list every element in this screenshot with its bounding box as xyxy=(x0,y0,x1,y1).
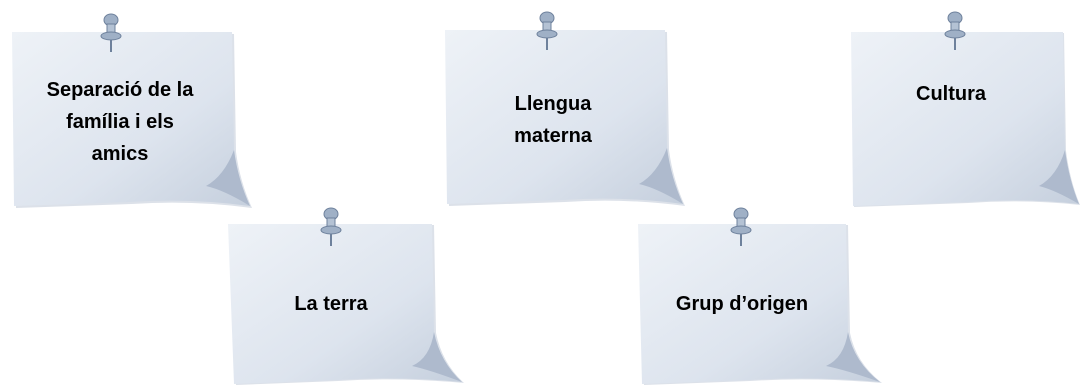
sticky-note-paper xyxy=(638,224,882,385)
sticky-note-separacio: Separació de la família i els amics xyxy=(10,30,252,208)
pushpin-icon xyxy=(536,11,558,50)
pushpin-icon xyxy=(730,207,752,246)
note-label: Grup d’origen xyxy=(636,288,848,320)
sticky-note-llengua: Llengua materna xyxy=(443,28,685,206)
note-label-line: Separació de la xyxy=(46,79,194,101)
note-label: Llengua materna xyxy=(433,88,673,152)
note-label: Separació de la família i els amics xyxy=(16,74,224,170)
sticky-note-paper xyxy=(445,30,685,206)
note-label-line: Grup d’origen xyxy=(675,293,809,315)
pushpin-icon xyxy=(100,13,122,52)
sticky-note-paper xyxy=(851,32,1080,207)
sticky-note-paper xyxy=(12,32,252,208)
note-label: Cultura xyxy=(835,78,1067,110)
sticky-note-cultura: Cultura xyxy=(849,30,1081,207)
sticky-note-paper xyxy=(228,224,464,385)
note-label: La terra xyxy=(226,288,436,320)
note-label-line: Cultura xyxy=(916,83,986,105)
note-label-line: amics xyxy=(91,143,149,165)
note-label-line: materna xyxy=(514,125,592,147)
note-label-line: Llengua xyxy=(514,93,592,115)
pushpin-icon xyxy=(944,11,966,50)
note-label-line: família i els xyxy=(66,111,174,133)
pushpin-icon xyxy=(320,207,342,246)
sticky-note-la-terra: La terra xyxy=(226,222,466,385)
sticky-note-grup: Grup d’origen xyxy=(636,222,884,385)
note-label-line: La terra xyxy=(294,293,368,315)
